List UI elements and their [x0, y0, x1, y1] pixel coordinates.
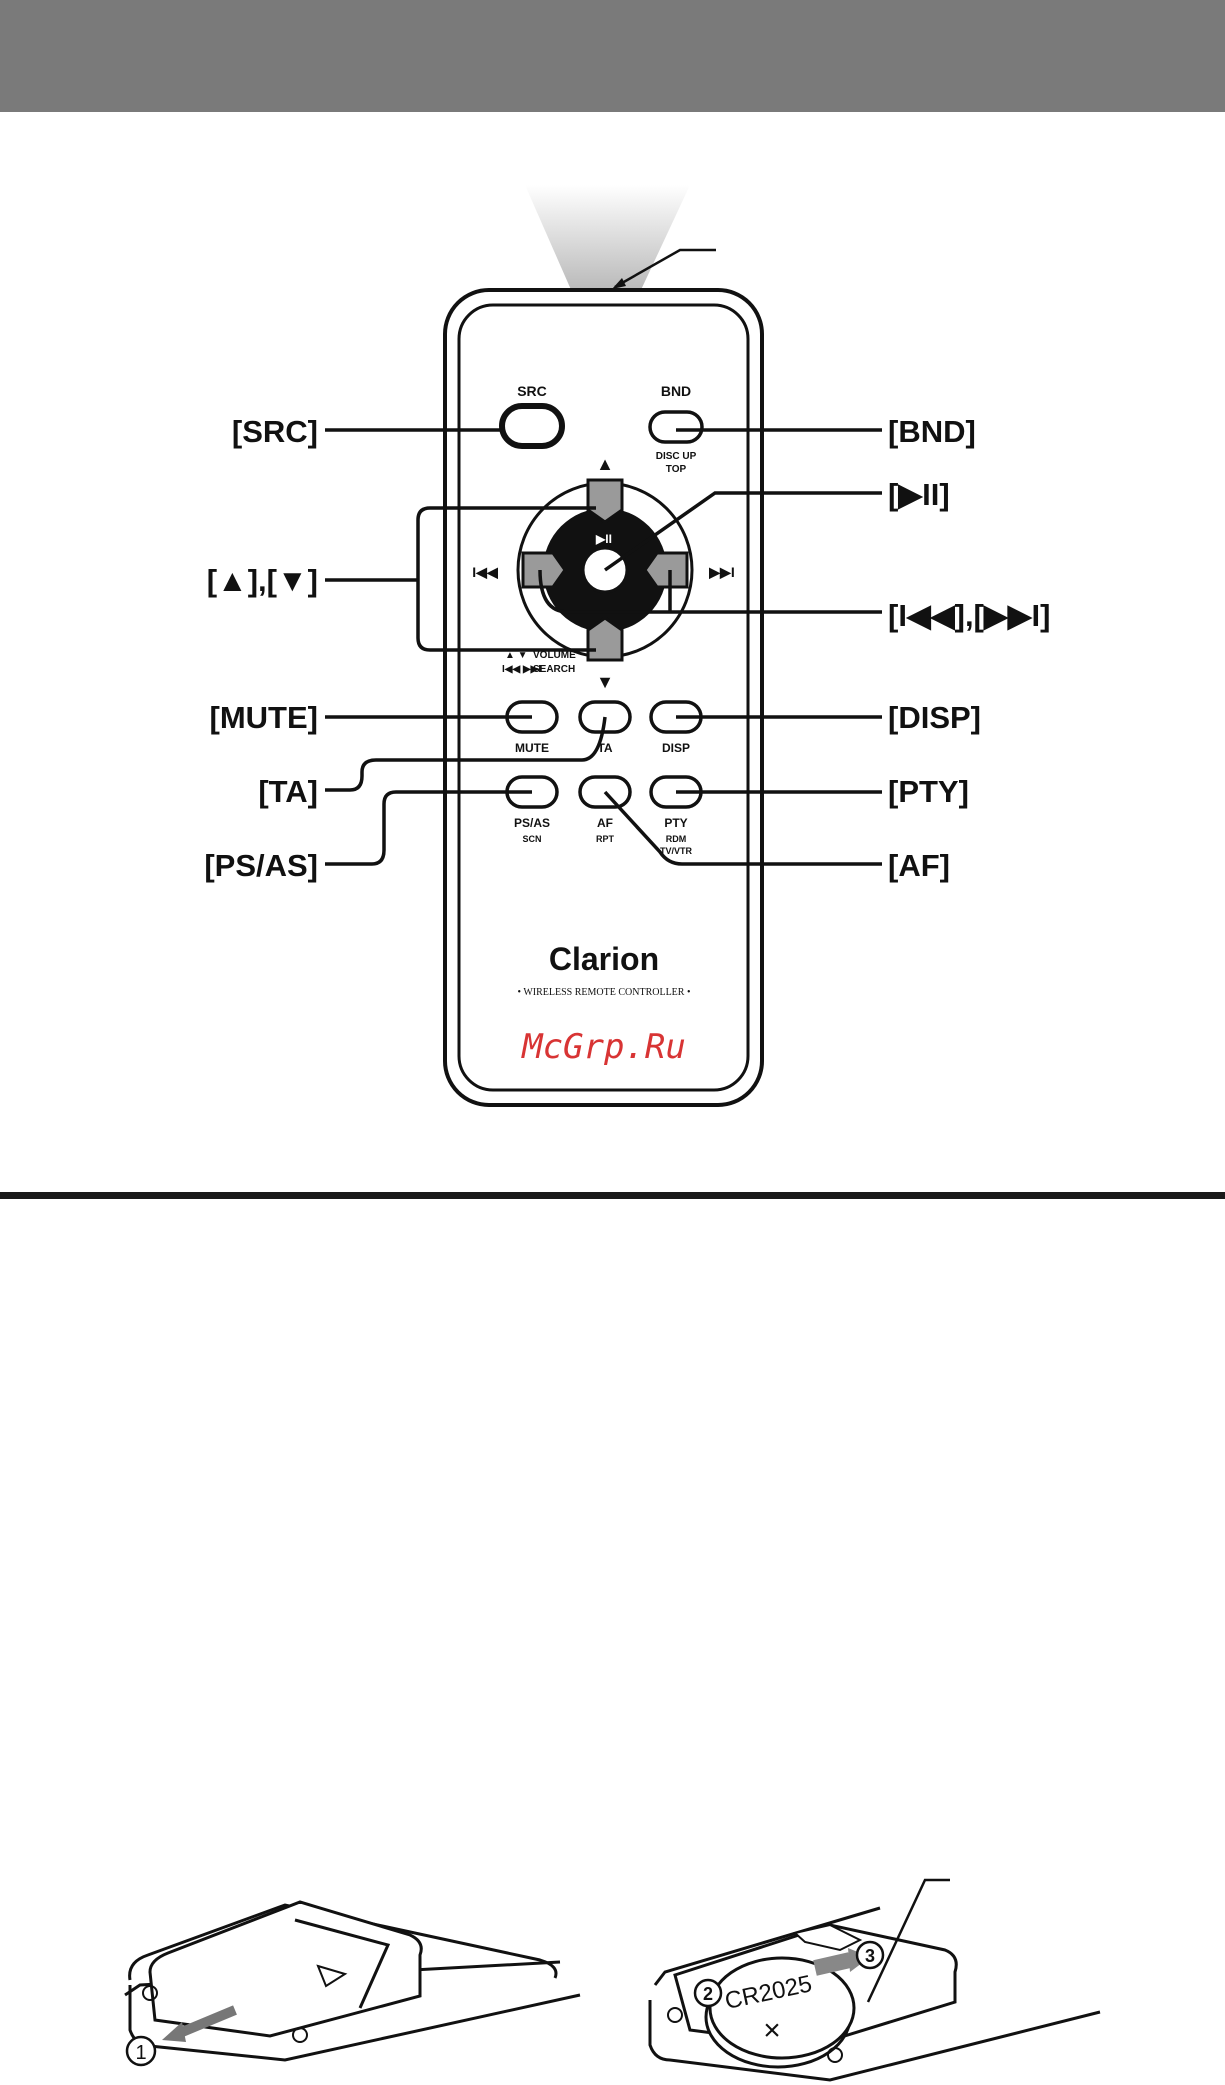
step-1-number: 1	[135, 2042, 146, 2064]
bnd-sub-label-2: TOP	[666, 464, 687, 475]
prev-icon: I◀◀	[472, 564, 498, 580]
bnd-label: BND	[661, 383, 691, 399]
callout-af: [AF]	[888, 848, 950, 883]
disp-label: DISP	[662, 741, 690, 755]
pty-sub-label-2: TV/VTR	[660, 846, 693, 856]
callout-mute: [MUTE]	[210, 700, 318, 735]
watermark: McGrp.Ru	[521, 1027, 686, 1067]
mute-label: MUTE	[515, 741, 549, 755]
bnd-sub-label-1: DISC UP	[656, 451, 697, 462]
callout-ps-as: [PS/AS]	[204, 848, 318, 883]
battery-mark-icon: ×	[763, 2014, 781, 2047]
down-arrow-icon: ▼	[596, 672, 614, 692]
callout-play-pause: [▶II]	[888, 477, 950, 512]
next-icon: ▶▶I	[708, 564, 734, 580]
callout-ta: [TA]	[258, 774, 318, 809]
ps-as-sub-label: SCN	[522, 834, 541, 844]
ir-beam	[525, 185, 690, 292]
step-3-number: 3	[865, 1946, 875, 1966]
step-2-number: 2	[703, 1984, 713, 2004]
brand-logo: Clarion	[549, 941, 659, 977]
callout-pty: [PTY]	[888, 774, 969, 809]
remote-body-outer	[445, 290, 762, 1105]
pty-sub-label-1: RDM	[666, 834, 687, 844]
ps-as-label: PS/AS	[514, 816, 550, 830]
brand-subtitle: • WIRELESS REMOTE CONTROLLER •	[518, 987, 691, 998]
battery-replace-illustration: CR2025 × 2 3	[650, 1880, 1100, 2080]
af-label: AF	[597, 816, 613, 830]
callout-src: [SRC]	[232, 414, 318, 449]
af-sub-label: RPT	[596, 834, 615, 844]
battery-cover-illustration: 1	[125, 1902, 580, 2065]
callout-skip: [I◀◀],[▶▶I]	[888, 598, 1051, 633]
src-label: SRC	[517, 383, 547, 399]
legend-search: SEARCH	[533, 664, 575, 675]
src-button[interactable]	[502, 406, 562, 446]
callout-disp: [DISP]	[888, 700, 981, 735]
bnd-button[interactable]	[650, 412, 702, 442]
pty-label: PTY	[664, 816, 687, 830]
callout-bnd: [BND]	[888, 414, 976, 449]
insert-arrow-icon	[815, 1960, 850, 1968]
center-symbol: ▶II	[595, 532, 612, 546]
up-arrow-icon: ▲	[596, 454, 614, 474]
callout-up-down: [▲],[▼]	[207, 563, 318, 598]
